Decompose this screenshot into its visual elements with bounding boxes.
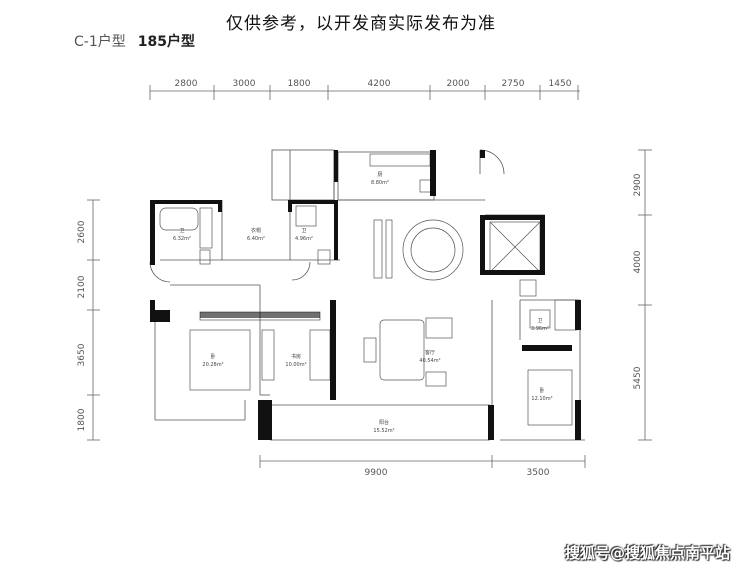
dimension-labels: 2800 3000 1800 4200 2000 2750 1450 9900 …: [77, 79, 643, 478]
room-name: 厨: [377, 172, 382, 178]
dim-left-4: 1800: [77, 408, 87, 431]
room-area: 6.40m²: [247, 236, 265, 242]
dim-right-3: 5450: [633, 366, 643, 389]
dim-left-2: 2100: [77, 275, 87, 298]
room-name: 卫: [537, 318, 542, 324]
room-name: 阳台: [379, 419, 389, 426]
dim-right-2: 4000: [633, 250, 643, 273]
dim-bottom-1: 9900: [365, 468, 388, 478]
dim-left-3: 3650: [77, 343, 87, 366]
dim-left-1: 2600: [77, 220, 87, 243]
room-name: 卫: [179, 228, 184, 234]
room-area: 6.32m²: [173, 236, 191, 242]
plan-type-label: C-1户型: [74, 34, 126, 50]
room-area: 8.80m²: [371, 180, 389, 186]
room-name: 卫: [301, 228, 306, 234]
dim-top-4: 4200: [368, 79, 391, 89]
room-area: 4.96m²: [295, 236, 313, 242]
plan-title: C-1户型 185户型: [74, 31, 195, 51]
dimension-lines: [87, 85, 652, 468]
dim-bottom-2: 3500: [527, 468, 550, 478]
dim-top-2: 3000: [233, 79, 256, 89]
room-name: 书房: [291, 353, 301, 360]
dim-top-7: 1450: [549, 79, 572, 89]
room-area: 15.52m²: [373, 428, 394, 434]
dim-top-1: 2800: [175, 79, 198, 89]
watermark-text: 搜狐号@搜狐焦点南平站: [564, 544, 730, 562]
room-area: 3.96m²: [531, 326, 549, 332]
plan-area-label: 185户型: [137, 34, 195, 50]
dim-right-1: 2900: [633, 173, 643, 196]
room-area: 40.54m²: [419, 358, 440, 364]
dim-top-3: 1800: [288, 79, 311, 89]
room-name: 卧: [539, 387, 544, 394]
room-area: 10.00m²: [285, 362, 306, 368]
walls: [150, 150, 581, 440]
room-area: 20.28m²: [202, 362, 223, 368]
room-name: 卧: [210, 353, 215, 360]
room-name: 衣帽: [251, 227, 261, 234]
disclaimer-notice: 仅供参考，以开发商实际发布为准: [226, 14, 496, 34]
room-area: 12.10m²: [531, 396, 552, 402]
furniture: [159, 153, 578, 426]
room-labels: 卫 6.32m² 衣帽 6.40m² 卫 4.96m² 厨 8.80m² 卧 2…: [173, 172, 553, 434]
dim-top-6: 2750: [502, 79, 525, 89]
room-name: 客厅: [425, 349, 435, 356]
dim-top-5: 2000: [447, 79, 470, 89]
